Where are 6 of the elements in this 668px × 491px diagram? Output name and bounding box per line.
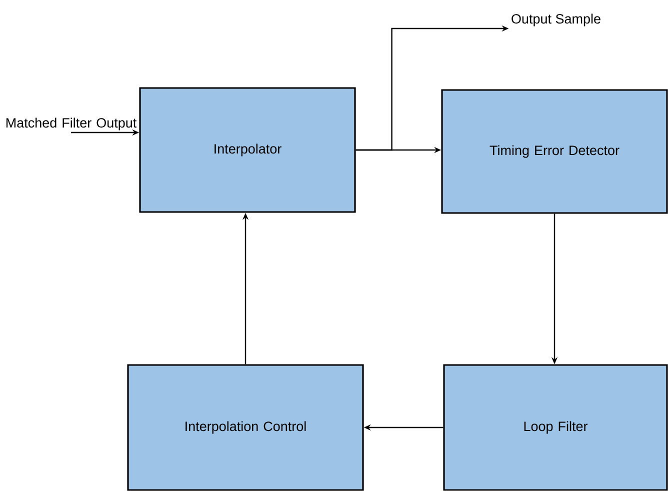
signal-label: Matched Filter Output: [6, 118, 137, 130]
process-box: Interpolator: [139, 87, 356, 213]
process-box: Loop Filter: [443, 364, 668, 491]
process-box: Timing Error Detector: [441, 89, 668, 214]
signal-label: Output Sample: [512, 14, 600, 26]
process-box: Interpolation Control: [127, 364, 364, 491]
